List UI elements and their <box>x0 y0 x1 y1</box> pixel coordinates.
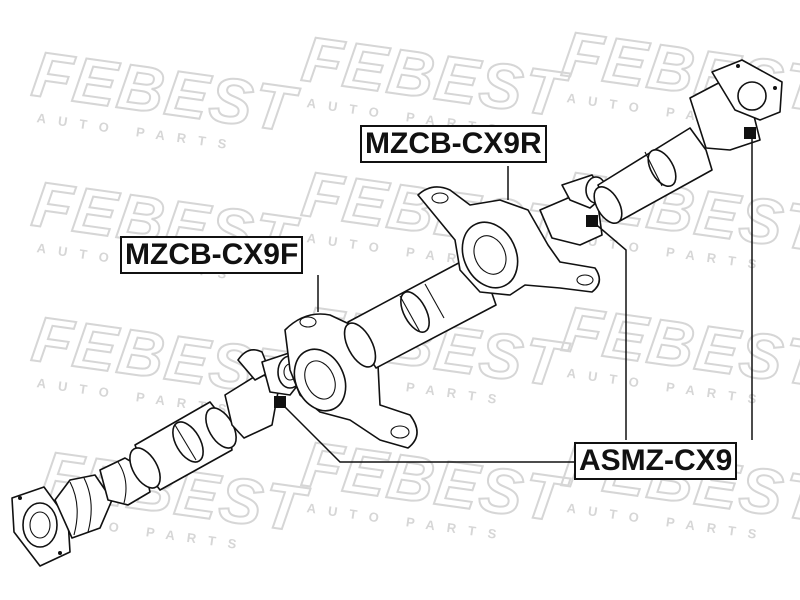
rear-flange <box>689 59 783 151</box>
label-front-bearing: MZCB-CX9F <box>120 236 304 274</box>
leader-lines <box>279 132 753 463</box>
leader-ujoint-rear <box>591 220 627 440</box>
watermark: FEBEST AUTO PARTS <box>27 37 304 154</box>
rear-center-bearing <box>417 186 601 296</box>
label-rear-bearing: MZCB-CX9R <box>360 125 547 163</box>
rear-universal-joint <box>539 174 607 246</box>
front-center-bearing <box>284 313 418 449</box>
rear-tube <box>593 127 713 224</box>
front-tube <box>129 401 237 491</box>
front-boot <box>54 457 151 539</box>
watermark: FEBEST AUTO PARTS <box>297 427 574 544</box>
propeller-shaft <box>11 59 783 567</box>
watermark: FEBEST AUTO PARTS <box>557 292 800 409</box>
front-flange <box>11 486 71 567</box>
leader-ujoint-front <box>279 401 576 463</box>
middle-tube <box>343 257 497 369</box>
label-universal-joint: ASMZ-CX9 <box>574 442 738 480</box>
leader-ujoint-flange <box>749 132 753 440</box>
